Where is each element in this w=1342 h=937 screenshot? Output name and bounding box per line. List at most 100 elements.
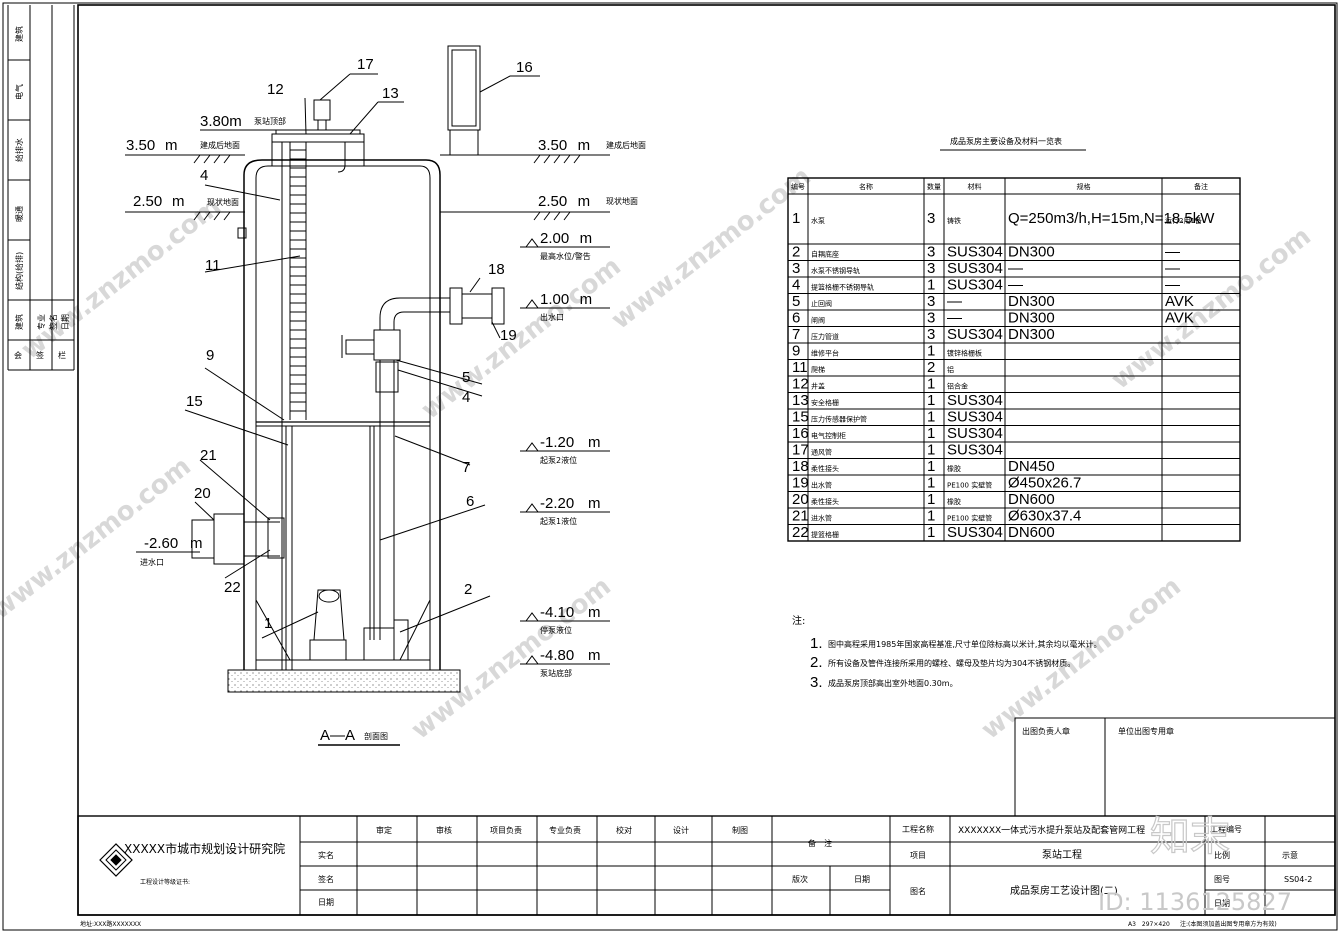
note-text: 所有设备及管件连接所采用的螺栓、螺母及垫片均为304不锈钢材质。 — [828, 658, 1075, 668]
elevation-value: -4.10 — [540, 604, 574, 621]
callout-number: 18 — [488, 261, 505, 278]
table-cell-mat: PE100 实壁管 — [947, 480, 992, 489]
table-cell-qty: 3 — [927, 326, 935, 343]
role-label: 专业负责 — [549, 825, 581, 835]
institute-name: XXXXX市城市规划设计研究院 — [124, 841, 285, 856]
table-cell-no: 12 — [792, 375, 809, 392]
table-cell-mat: PE100 实壁管 — [947, 513, 992, 522]
callout-number: 4 — [462, 389, 470, 406]
vent-pipe — [313, 99, 331, 121]
table-cell-mat: 铸铁 — [947, 216, 961, 225]
project-label: 工程名称 — [902, 824, 934, 834]
table-cell-mat: SUS304 — [947, 425, 1003, 442]
table-cell-name: 爬梯 — [811, 365, 825, 374]
table-cell-name: 电气控制柜 — [811, 431, 846, 440]
table-cell-mat: SUS304 — [947, 243, 1003, 260]
level-triangle — [525, 238, 539, 248]
table-cell-no: 11 — [792, 359, 808, 376]
callout-number: 2 — [464, 581, 472, 598]
table-cell-name: 自耦底座 — [811, 249, 839, 258]
table-cell-note: 运行2用1备 — [1165, 216, 1202, 225]
row-label: 实名 — [318, 850, 334, 860]
callout-number: 9 — [206, 347, 214, 364]
outlet-flexible-joint — [449, 287, 463, 325]
table-cell-spec: DN300 — [1008, 326, 1055, 343]
callout-number: 22 — [224, 579, 241, 596]
table-cell-mat: — — [947, 293, 962, 310]
table-header: 编号 — [791, 182, 805, 191]
callout-number: 12 — [267, 81, 284, 98]
elevation-unit: m — [588, 604, 601, 621]
table-cell-no: 9 — [792, 342, 800, 359]
certificate-label: 工程设计等级证书: — [140, 878, 190, 886]
table-cell-qty: 1 — [927, 375, 935, 392]
elevation-note: 出水口 — [540, 312, 564, 322]
callout-number: 20 — [194, 485, 211, 502]
table-cell-qty: 3 — [927, 260, 935, 277]
role-label: 审定 — [376, 825, 392, 835]
remark-label: 备 注 — [808, 838, 832, 848]
table-cell-spec: — — [1008, 260, 1023, 277]
note-index: 1. — [810, 635, 823, 652]
table-title: 成品泵房主要设备及材料一览表 — [950, 136, 1062, 146]
table-cell-note: AVK — [1165, 293, 1194, 310]
table-cell-spec: DN600 — [1008, 491, 1055, 508]
role-label: 校对 — [616, 825, 632, 835]
table-cell-mat: SUS304 — [947, 276, 1003, 293]
callout-number: 1 — [264, 615, 272, 632]
table-cell-mat: SUS304 — [947, 260, 1003, 277]
stamp-right-label: 单位出图专用章 — [1118, 726, 1174, 736]
elevation-value: 2.50 — [538, 193, 567, 210]
table-cell-qty: 1 — [927, 491, 935, 508]
project-no-label: 工程编号 — [1210, 824, 1242, 834]
strip-sign-label: 专业 — [36, 314, 46, 330]
table-header: 数量 — [927, 182, 941, 191]
strip-label: 给排水 — [14, 138, 24, 162]
stamp-left-label: 出图负责人章 — [1022, 726, 1070, 736]
elevation-note: 现状地面 — [207, 197, 239, 207]
table-cell-name: 柔性接头 — [811, 497, 839, 506]
role-label: 项目负责 — [490, 825, 522, 835]
table-cell-no: 21 — [792, 507, 809, 524]
table-cell-spec: Ø630x37.4 — [1008, 507, 1081, 524]
strip-label: 电气 — [14, 84, 24, 100]
table-cell-qty: 1 — [927, 342, 935, 359]
table-cell-no: 13 — [792, 392, 809, 409]
brand-watermark: 知末 ID: 1136125827 — [1098, 813, 1292, 916]
section-title: A—A 剖面图 — [318, 727, 400, 746]
table-cell-qty: 3 — [927, 309, 935, 326]
table-cell-spec: — — [1008, 276, 1023, 293]
strip-sign-label: 签名 — [48, 314, 58, 330]
elevation-unit: m — [588, 647, 601, 664]
elevation-unit: m — [172, 193, 185, 210]
level-triangle — [525, 442, 539, 452]
top-level-value: 3.80m — [200, 113, 242, 130]
level-triangle — [525, 503, 539, 513]
brand-logo: 知末 — [1150, 814, 1230, 860]
elevation-unit: m — [578, 137, 591, 154]
watermark: www.znzmo.com — [606, 162, 817, 336]
strip-bottom: 会 — [14, 350, 22, 360]
brand-id: ID: 1136125827 — [1098, 888, 1292, 916]
table-cell-no: 16 — [792, 425, 809, 442]
project-name: XXXXXXX一体式污水提升泵站及配套管网工程 — [958, 824, 1145, 836]
elevation-value: 2.50 — [133, 193, 162, 210]
elevation-note: 泵站底部 — [540, 668, 572, 678]
table-header: 备注 — [1194, 182, 1208, 191]
table-cell-mat: SUS304 — [947, 441, 1003, 458]
callout-number: 4 — [200, 167, 208, 184]
table-cell-mat: SUS304 — [947, 408, 1003, 425]
elevation-value: 3.50 — [126, 137, 155, 154]
table-cell-note: — — [1165, 276, 1180, 293]
item-label: 项目 — [910, 851, 926, 860]
elevation-value: -2.60 — [144, 535, 178, 552]
table-cell-mat: 铝 — [947, 365, 954, 374]
table-cell-no: 17 — [792, 441, 809, 458]
section-code: A—A — [320, 727, 355, 744]
table-header: 材料 — [968, 182, 982, 191]
table-cell-name: 提篮格栅不锈钢导轨 — [811, 282, 874, 291]
strip-label: 暖通 — [14, 206, 24, 222]
elevation-unit: m — [165, 137, 178, 154]
callout-number: 16 — [516, 59, 533, 76]
